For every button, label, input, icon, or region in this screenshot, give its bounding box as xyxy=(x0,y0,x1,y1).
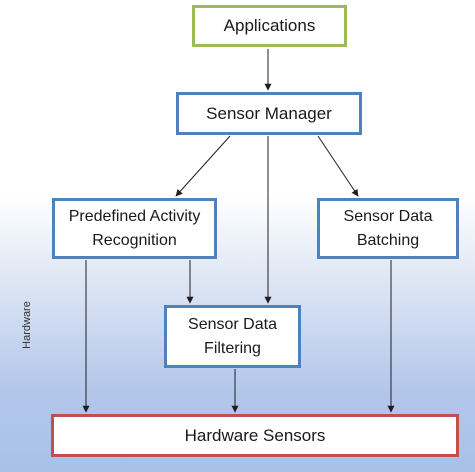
hardware-sensors-label: Hardware Sensors xyxy=(184,425,326,445)
predefined-activity-recognition-label: Predefined Activity Recognition xyxy=(68,207,201,249)
applications-node: Applications xyxy=(192,5,347,47)
sensor-manager-node: Sensor Manager xyxy=(176,92,362,135)
hardware-region-label: Hardware xyxy=(21,301,33,349)
arrow-sensor-manager-to-activity-recognition xyxy=(175,135,231,197)
applications-label: Applications xyxy=(223,16,316,35)
sensor-data-batching-node: Sensor Data Batching xyxy=(317,198,459,259)
sensor-data-filtering-node: Sensor Data Filtering xyxy=(164,305,301,368)
sensor-manager-label: Sensor Manager xyxy=(206,103,332,123)
hardware-sensors-node: Hardware Sensors xyxy=(51,414,459,457)
arrow-sensor-manager-to-batching xyxy=(317,135,359,197)
sensor-data-batching-label: Sensor Data Batching xyxy=(343,207,433,249)
sensor-data-filtering-label: Sensor Data Filtering xyxy=(188,315,277,357)
predefined-activity-recognition-node: Predefined Activity Recognition xyxy=(52,198,217,259)
